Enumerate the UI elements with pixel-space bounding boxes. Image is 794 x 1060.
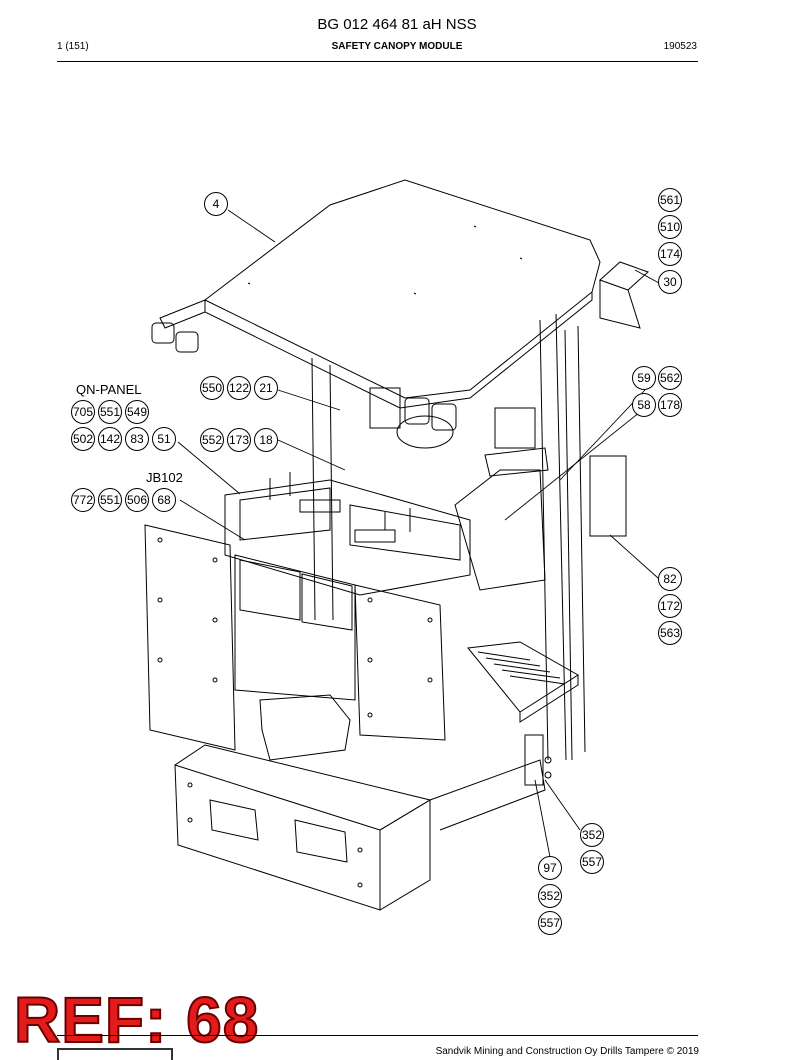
footer-copyright: Sandvik Mining and Construction Oy Drill… [435, 1046, 699, 1057]
callout-172: 172 [658, 594, 682, 618]
callout-557-left: 557 [538, 911, 562, 935]
callout-18: 18 [254, 428, 278, 452]
step-grating [467, 641, 579, 723]
reference-stamp: REF: 68 [13, 984, 260, 1056]
base-frame [174, 744, 546, 911]
control-panels [224, 472, 471, 596]
callout-510: 510 [658, 215, 682, 239]
callout-352-right: 352 [580, 823, 604, 847]
callout-68: 68 [152, 488, 176, 512]
callout-30: 30 [658, 270, 682, 294]
callout-557-right: 557 [580, 850, 604, 874]
frame-right-plate [354, 584, 446, 741]
jb102-label: JB102 [146, 470, 183, 485]
module-name: SAFETY CANOPY MODULE [331, 41, 463, 52]
callout-502: 502 [71, 427, 95, 451]
callout-59: 59 [632, 366, 656, 390]
canopy-roof [151, 179, 601, 409]
callout-772: 772 [71, 488, 95, 512]
callout-142: 142 [98, 427, 122, 451]
revision-date: 190523 [663, 41, 697, 52]
callout-173: 173 [227, 428, 251, 452]
callout-58: 58 [632, 393, 656, 417]
callout-97: 97 [538, 856, 562, 880]
callout-551-jb: 551 [98, 488, 122, 512]
page-number: 1 (151) [57, 41, 89, 52]
document-title: BG 012 464 81 aH NSS [317, 16, 477, 33]
callout-174: 174 [658, 242, 682, 266]
callout-4: 4 [204, 192, 228, 216]
operator-area [369, 387, 627, 591]
callout-21: 21 [254, 376, 278, 400]
callout-352-left: 352 [538, 884, 562, 908]
callout-552: 552 [200, 428, 224, 452]
callout-122: 122 [227, 376, 251, 400]
company-logo [57, 1048, 173, 1060]
callout-550: 550 [200, 376, 224, 400]
canopy-posts [311, 313, 586, 761]
frame-center-box [234, 554, 356, 761]
callout-178: 178 [658, 393, 682, 417]
footer-rule [57, 1035, 698, 1036]
leader-lines [177, 209, 660, 858]
callout-561: 561 [658, 188, 682, 212]
callout-551-qn: 551 [98, 400, 122, 424]
callout-563: 563 [658, 621, 682, 645]
frame-left-plate [144, 524, 236, 751]
hinge-bracket [524, 734, 552, 786]
callout-549: 549 [125, 400, 149, 424]
qn-panel-label: QN-PANEL [76, 382, 142, 397]
callout-562: 562 [658, 366, 682, 390]
callout-82: 82 [658, 567, 682, 591]
callout-51: 51 [152, 427, 176, 451]
callout-506: 506 [125, 488, 149, 512]
roof-bracket [599, 261, 649, 329]
callout-705: 705 [71, 400, 95, 424]
callout-83: 83 [125, 427, 149, 451]
header-rule [57, 61, 698, 62]
